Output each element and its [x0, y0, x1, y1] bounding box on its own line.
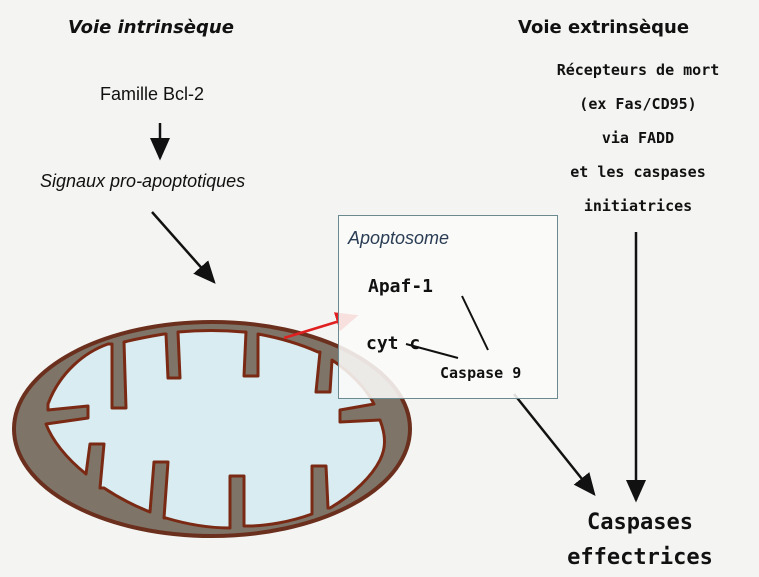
extrinsic-title: Voie extrinsèque — [518, 17, 689, 38]
bcl2-label: Famille Bcl-2 — [100, 84, 204, 105]
extrinsic-line-4: et les caspases — [518, 163, 758, 181]
caspase9-label: Caspase 9 — [440, 364, 521, 382]
caspases-line-2: effectrices — [540, 545, 740, 570]
extrinsic-line-3: via FADD — [518, 129, 758, 147]
extrinsic-line-1: Récepteurs de mort — [518, 61, 758, 79]
link-apaf1-caspase9 — [462, 296, 488, 350]
apaf1-label: Apaf-1 — [368, 276, 433, 297]
signals-label: Signaux pro-apoptotiques — [40, 171, 245, 192]
extrinsic-line-5: initiatrices — [518, 197, 758, 215]
extrinsic-line-2: (ex Fas/CD95) — [518, 95, 758, 113]
apoptosome-title: Apoptosome — [348, 228, 449, 249]
intrinsic-title: Voie intrinsèque — [68, 17, 234, 38]
caspases-line-1: Caspases — [540, 510, 740, 535]
cytc-label: cyt c — [366, 333, 420, 354]
